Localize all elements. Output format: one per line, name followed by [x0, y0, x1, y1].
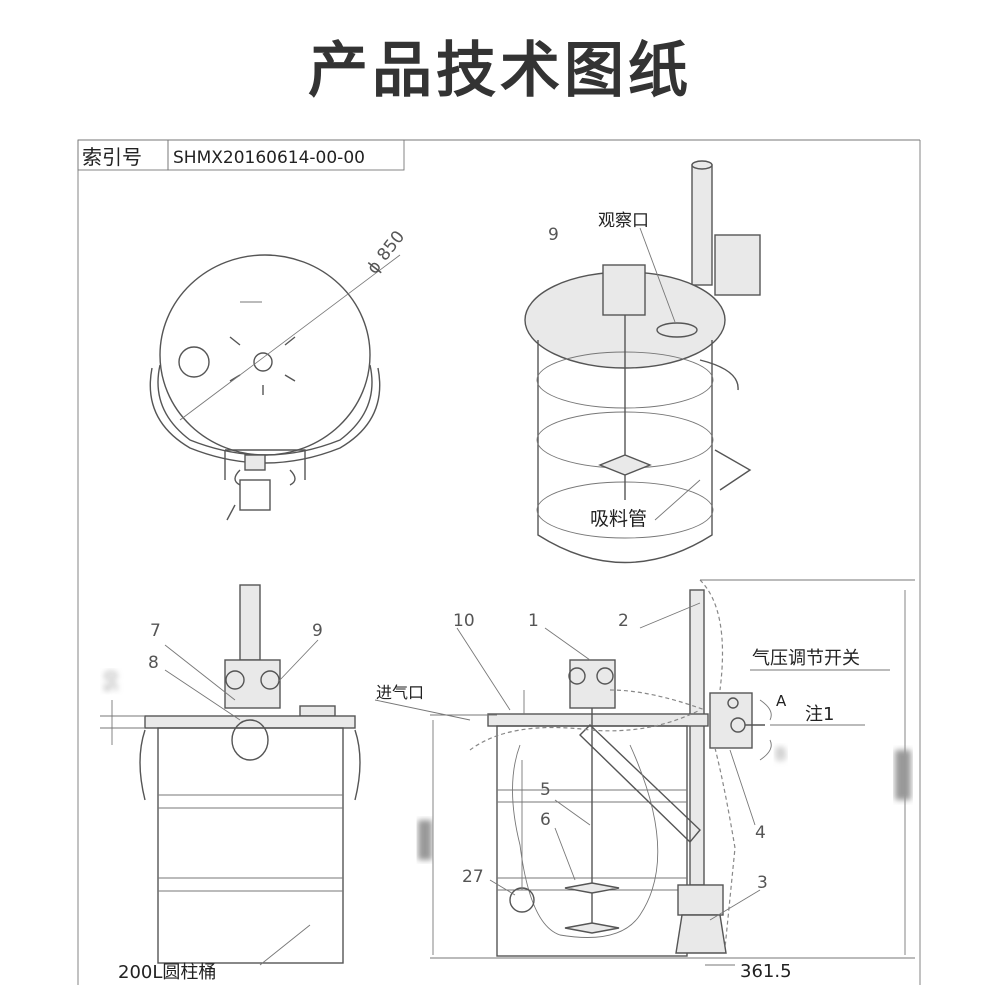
blurred-total-height-dimension [895, 750, 911, 800]
front-view [374, 579, 915, 966]
front-part-1: 1 [528, 611, 539, 631]
front-part-4: 4 [755, 823, 766, 843]
air-inlet-label: 进气口 [376, 683, 424, 702]
iso-part-9: 9 [548, 225, 559, 245]
front-part-6: 6 [540, 810, 551, 830]
note-1-label: 注1 [805, 704, 834, 725]
pressure-switch-label: 气压调节开关 [752, 648, 860, 669]
width-dimension: 361.5 [740, 961, 792, 982]
rotation-b-label: B [775, 745, 787, 765]
index-value: SHMX20160614-00-00 [173, 148, 365, 168]
side-part-7: 7 [150, 621, 161, 641]
dim-50: 50 [102, 670, 122, 692]
front-part-3: 3 [757, 873, 768, 893]
index-label: 索引号 [82, 145, 142, 169]
front-part-5: 5 [540, 780, 551, 800]
front-part-10: 10 [453, 611, 475, 631]
side-part-9: 9 [312, 621, 323, 641]
drawing-frame [77, 139, 921, 985]
drum-label: 200L圆柱桶 [118, 962, 216, 983]
page-title: 产品技术图纸 [308, 36, 692, 106]
side-view [100, 584, 361, 966]
front-part-2: 2 [618, 611, 629, 631]
diameter-dimension: ϕ 850 [363, 227, 409, 278]
observation-port-label: 观察口 [598, 211, 649, 231]
blurred-height-dimension [418, 820, 432, 860]
suction-pipe-label: 吸料管 [590, 508, 647, 530]
top-view [149, 254, 401, 521]
rotation-a-label: A [776, 692, 787, 710]
iso-view [524, 160, 761, 564]
side-part-8: 8 [148, 653, 159, 673]
front-part-27: 27 [462, 867, 484, 887]
